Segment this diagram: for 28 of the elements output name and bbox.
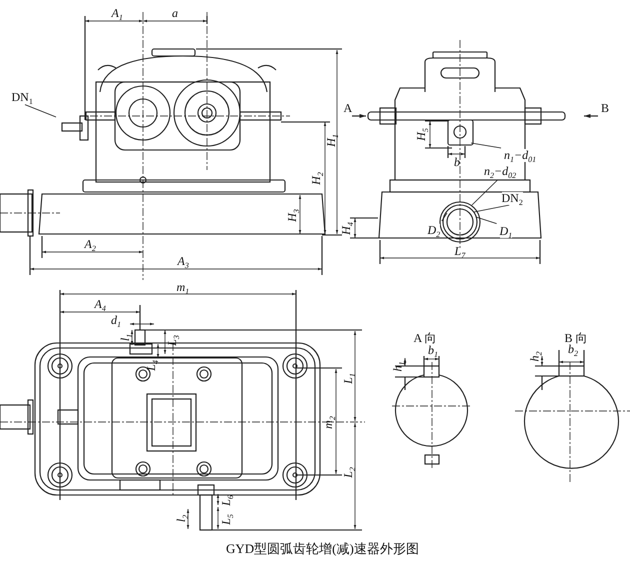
dimension-label: m$_{1}$ [176, 280, 190, 294]
view-label: A [344, 102, 352, 114]
leader-line [472, 179, 498, 206]
dimension-label: b [454, 156, 460, 168]
leader-line [441, 212, 448, 222]
view-label: B 向 [564, 332, 588, 344]
leader-line [470, 142, 502, 148]
leader-label: DN$_{2}$ [502, 192, 523, 204]
leader-label: DN$_{1}$ [12, 90, 33, 104]
caption: GYD型圆弧齿轮增(减)速器外形图 [226, 542, 419, 554]
leader-line [476, 216, 498, 224]
dimension-label: d$_{1}$ [111, 314, 121, 326]
dimension-label: A$_{3}$ [178, 254, 189, 268]
leader-line [474, 204, 510, 212]
dimension-label: b$_{2}$ [568, 342, 578, 356]
dimension-label: A$_{1}$ [112, 6, 123, 20]
dimension-label: b$_{1}$ [428, 344, 438, 356]
dimension-label: a [172, 6, 178, 20]
leader-label: D$_{1}$ [500, 224, 512, 238]
view-label: A 向 [414, 332, 437, 344]
dimension-label: A$_{4}$ [94, 298, 106, 310]
dimension-label: A$_{2}$ [84, 238, 96, 250]
leader-label: n$_{2}$−d$_{02}$ [484, 164, 516, 178]
dimension-label: L$_{7}$ [454, 244, 466, 258]
leader-line [24, 104, 56, 118]
leader-label: n$_{1}$−d$_{01}$ [504, 148, 536, 162]
leader-label: D$_{2}$ [428, 224, 440, 236]
view-label: B [601, 102, 610, 114]
